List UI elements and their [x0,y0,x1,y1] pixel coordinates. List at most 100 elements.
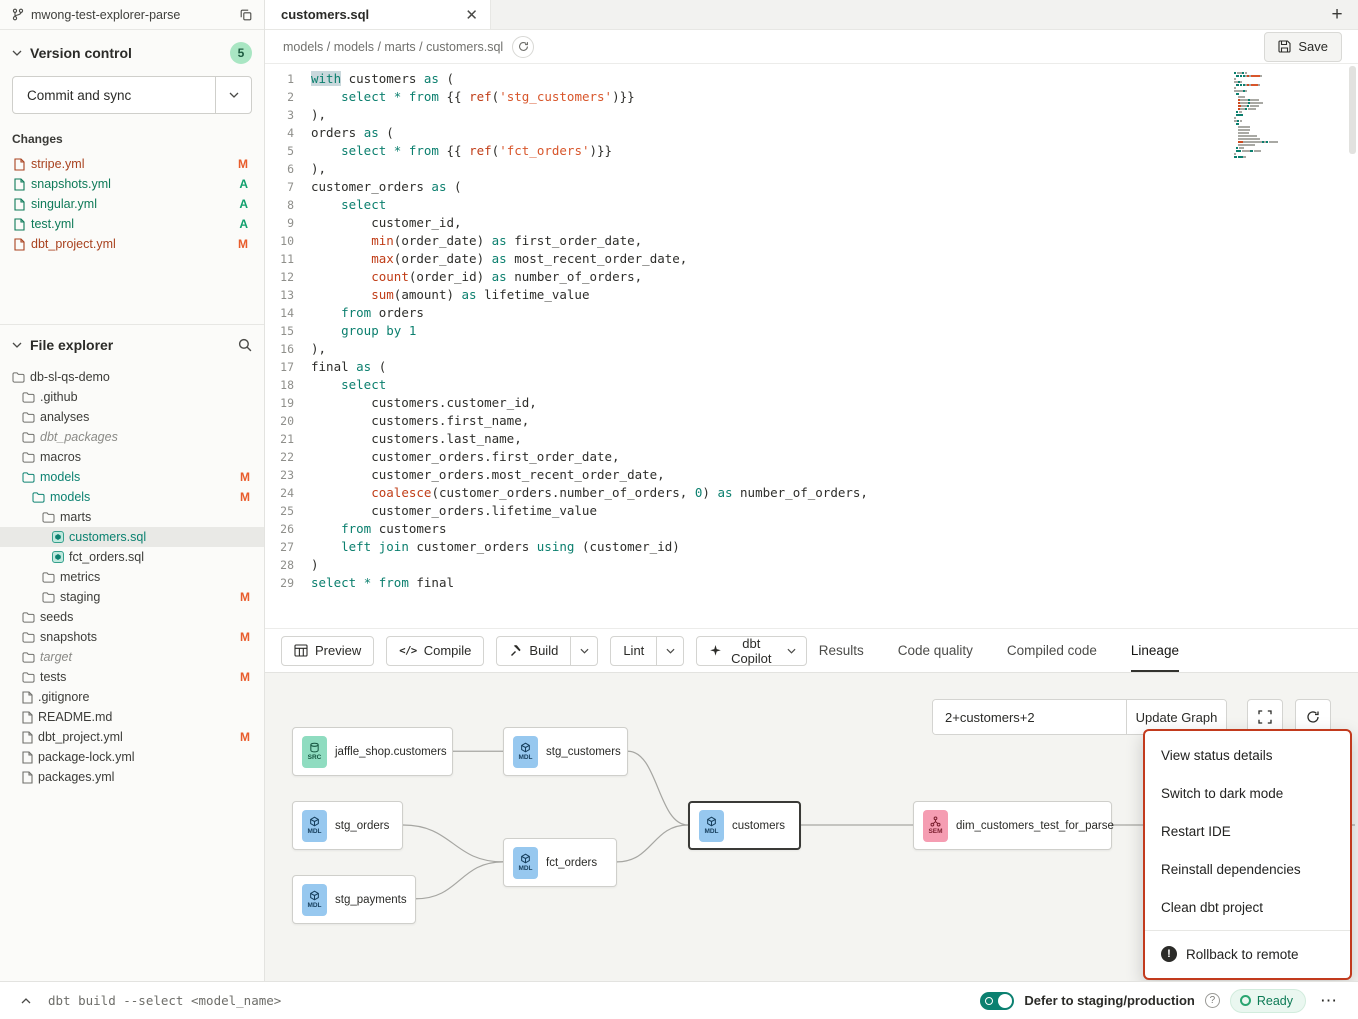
dbt-copilot-button[interactable]: dbt Copilot [696,635,807,666]
tab-compiled-code[interactable]: Compiled code [1006,643,1097,658]
tree-item[interactable]: db-sl-qs-demo [0,367,264,387]
search-icon[interactable] [238,338,252,352]
minimap-line [1234,72,1292,74]
menu-item-rollback-to-remote[interactable]: !Rollback to remote [1145,935,1350,973]
lineage-edge [415,861,504,900]
line-number: 15 [280,324,294,338]
change-status-badge: A [239,177,248,191]
tree-item[interactable]: macros [0,447,264,467]
menu-item-clean-dbt-project[interactable]: Clean dbt project [1145,888,1350,926]
file-explorer-header[interactable]: File explorer [0,325,264,361]
sparkle-icon [709,644,722,657]
copilot-dropdown-button[interactable] [785,637,805,665]
scrollbar-thumb[interactable] [1349,66,1356,154]
change-file-name: snapshots.yml [31,177,111,191]
tab-results[interactable]: Results [818,643,864,658]
branch-icon [12,8,24,21]
code-line-content: final as ( [311,359,387,374]
tree-item[interactable]: .github [0,387,264,407]
preview-button[interactable]: Preview [281,635,375,666]
tree-item[interactable]: seeds [0,607,264,627]
tree-item-name: dbt_packages [40,430,118,444]
tree-item[interactable]: marts [0,507,264,527]
update-graph-button[interactable]: Update Graph [1126,700,1226,734]
commit-dropdown-button[interactable] [215,77,251,113]
line-number: 6 [287,162,294,176]
chevron-up-icon[interactable] [16,997,36,1004]
tree-item[interactable]: .gitignore [0,687,264,707]
line-number: 5 [287,144,294,158]
tree-item[interactable]: target [0,647,264,667]
lint-dropdown-button[interactable] [656,636,683,665]
close-icon[interactable]: ✕ [465,6,478,24]
tree-item[interactable]: packages.yml [0,767,264,787]
tab-customers-sql[interactable]: customers.sql ✕ [265,0,491,29]
tree-item[interactable]: fct_orders.sql [0,547,264,567]
tree-item[interactable]: customers.sql [0,527,264,547]
menu-item-reinstall-dependencies[interactable]: Reinstall dependencies [1145,850,1350,888]
build-dropdown-button[interactable] [570,636,597,665]
command-bar-text[interactable]: dbt build --select <model_name> [48,993,282,1008]
editor-scrollbar[interactable] [1346,64,1358,628]
help-icon[interactable]: ? [1204,993,1220,1008]
menu-item-restart-ide[interactable]: Restart IDE [1145,812,1350,850]
copy-icon[interactable] [240,9,252,21]
more-options-button[interactable]: ⋯ [1320,990,1338,1010]
tree-item[interactable]: README.md [0,707,264,727]
lint-button[interactable]: Lint [610,635,685,666]
changes-label: Changes [12,132,63,146]
tree-item[interactable]: package-lock.yml [0,747,264,767]
line-number: 27 [280,540,294,554]
code-line: 18 select [265,376,1278,394]
chevron-down-icon[interactable] [12,342,22,348]
file-history-icon[interactable] [512,35,535,58]
code-line: 24 coalesce(customer_orders.number_of_or… [265,484,1278,502]
defer-toggle[interactable] [980,991,1015,1010]
tab-code-quality[interactable]: Code quality [897,643,973,658]
tab-lineage[interactable]: Lineage [1130,629,1179,672]
code-line-content: select * from final [311,575,455,590]
menu-item-view-status-details[interactable]: View status details [1145,736,1350,774]
new-tab-button[interactable]: + [1331,3,1343,25]
chevron-down-icon[interactable] [12,50,22,56]
compile-button[interactable]: </> Compile [386,635,485,666]
commit-and-sync-label[interactable]: Commit and sync [27,87,132,103]
minimap-line [1234,75,1292,77]
tree-item-name: target [40,650,72,664]
build-button[interactable]: Build [496,635,599,666]
version-control-header[interactable]: Version control 5 [0,30,264,74]
file-icon [22,750,33,764]
lineage-selector-input[interactable] [933,700,1126,734]
change-row[interactable]: snapshots.yml A [0,174,264,194]
tree-item[interactable]: metrics [0,567,264,587]
minimap[interactable] [1234,72,1292,159]
line-number: 16 [280,342,294,356]
commit-and-sync-button[interactable]: Commit and sync [12,76,252,114]
breadcrumb[interactable]: models / models / marts / customers.sql [283,39,504,54]
line-number: 23 [280,468,294,482]
save-button[interactable]: Save [1264,31,1342,62]
tree-item[interactable]: analyses [0,407,264,427]
tree-item[interactable]: dbt_packages [0,427,264,447]
minimap-line [1234,93,1292,95]
menu-item-switch-to-dark-mode[interactable]: Switch to dark mode [1145,774,1350,812]
